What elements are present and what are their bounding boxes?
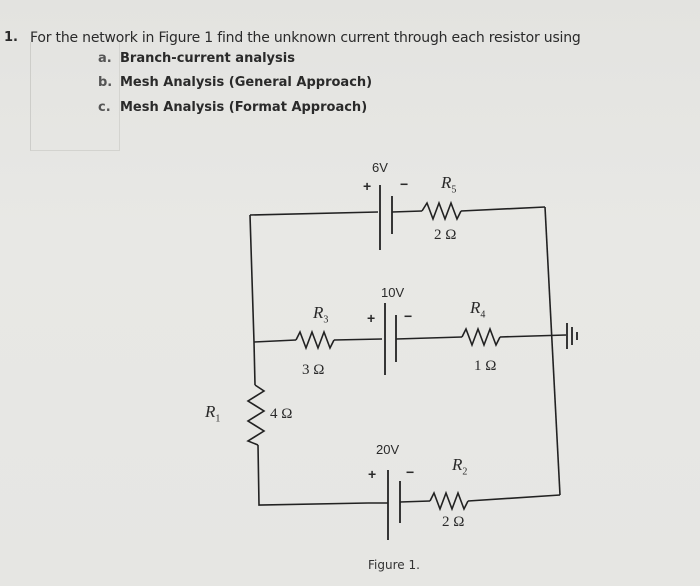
ground-icon xyxy=(565,322,579,350)
r3-value: 3 Ω xyxy=(302,362,325,378)
r1-name: R1 xyxy=(205,402,221,425)
r2-name: R2 xyxy=(452,455,468,478)
question-number: 1. xyxy=(4,30,18,45)
option-a-letter: a. xyxy=(98,51,112,66)
figure-caption: Figure 1. xyxy=(368,558,420,572)
r5-value: 2 Ω xyxy=(434,227,457,243)
source-10v-label: 10V xyxy=(381,285,405,300)
r2-value: 2 Ω xyxy=(442,514,465,530)
source-10v-plus: + xyxy=(367,310,376,326)
r3-name: R3 xyxy=(313,303,329,326)
option-c-letter: c. xyxy=(98,100,111,115)
source-10v-minus: − xyxy=(404,308,413,324)
source-6v-label: 6V xyxy=(372,160,388,175)
source-20v-plus: + xyxy=(368,466,377,482)
pencil-scribble xyxy=(30,42,120,151)
option-c-label: Mesh Analysis (Format Approach) xyxy=(120,100,368,115)
question-text: For the network in Figure 1 find the unk… xyxy=(30,30,581,46)
option-a-label: Branch-current analysis xyxy=(120,51,295,66)
source-6v-plus: + xyxy=(363,178,372,194)
option-b-letter: b. xyxy=(98,75,113,90)
r5-name: R5 xyxy=(441,173,457,196)
r1-value: 4 Ω xyxy=(270,406,293,422)
source-6v-minus: − xyxy=(400,176,409,192)
r4-value: 1 Ω xyxy=(474,358,497,374)
source-20v-label: 20V xyxy=(376,442,400,457)
r4-name: R4 xyxy=(470,298,486,321)
source-20v-minus: − xyxy=(406,464,415,480)
option-b-label: Mesh Analysis (General Approach) xyxy=(120,75,373,90)
